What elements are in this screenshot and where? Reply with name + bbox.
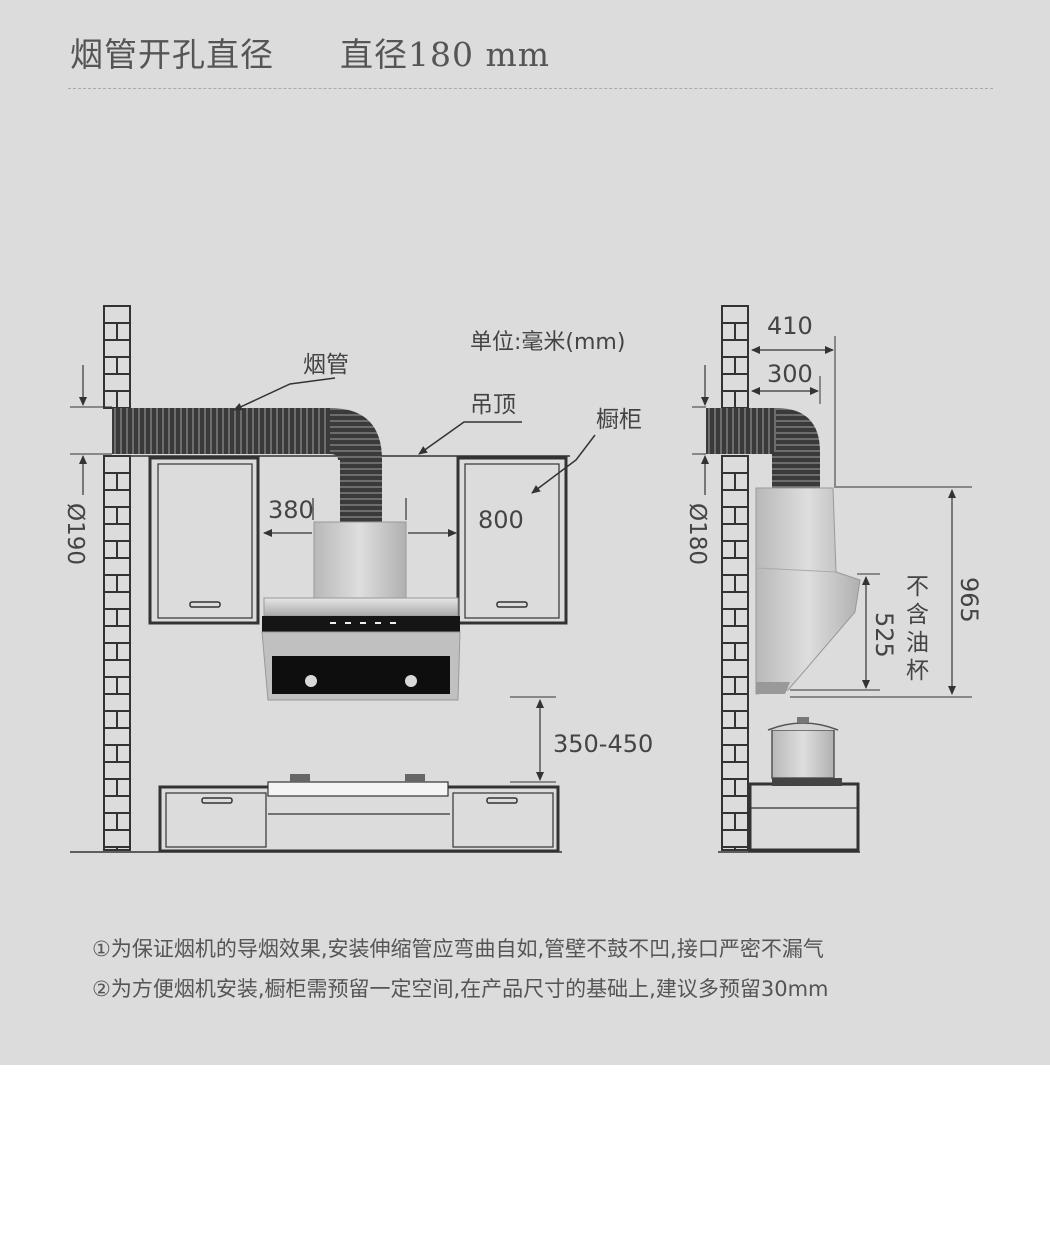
dim-380-label: 380 [268, 496, 314, 524]
unit-label: 单位:毫米(mm) [470, 330, 625, 355]
svg-text:油: 油 [906, 630, 929, 656]
base-counter [158, 774, 560, 853]
diagram-panel: 烟管开孔直径 直径180 mm [0, 0, 1050, 1065]
side-counter [748, 778, 860, 852]
h525-label: 525 [870, 612, 898, 658]
duct-vertical [340, 460, 382, 522]
wall-cabinet-left [148, 456, 260, 625]
d410-label: 410 [767, 312, 813, 340]
page-title: 烟管开孔直径 [70, 35, 274, 74]
side-duct-vertical [772, 452, 820, 488]
dia-front-label: Ø190 [62, 503, 88, 565]
brick-wall-front [103, 305, 131, 851]
installation-diagram: 380 800 单位:毫米(mm) 烟管 吊顶 橱柜 Ø190 [62, 305, 983, 853]
ceiling-leader [418, 421, 522, 455]
side-duct-elbow [776, 408, 820, 462]
duct-label: 烟管 [303, 352, 349, 378]
dia-side-label: Ø180 [684, 503, 710, 565]
cooking-pot [767, 717, 839, 779]
note-2: ②为方便烟机安装,橱柜需预留一定空间,在产品尺寸的基础上,建议多预留30mm [92, 977, 829, 1001]
h965-label: 965 [955, 577, 983, 623]
range-hood-front [261, 521, 461, 701]
svg-text:杯: 杯 [906, 658, 929, 684]
brick-wall-side [721, 305, 749, 851]
duct-diameter-spec: 直径180 mm [340, 35, 551, 74]
height-gap-label: 350-450 [553, 730, 653, 758]
duct-elbow [330, 408, 382, 460]
d300-label: 300 [767, 360, 813, 388]
cabinet-label: 橱柜 [596, 407, 642, 433]
side-duct-horizontal [706, 408, 776, 454]
duct-leader [233, 377, 336, 411]
svg-text:含: 含 [906, 602, 929, 628]
dim-800-label: 800 [478, 506, 524, 534]
cabinet-leader [531, 434, 596, 494]
duct-horizontal [112, 408, 332, 454]
note-1: ①为保证烟机的导烟效果,安装伸缩管应弯曲自如,管壁不鼓不凹,接口严密不漏气 [92, 937, 824, 961]
dashed-divider [68, 88, 993, 89]
ceiling-label: 吊顶 [470, 392, 516, 418]
svg-text:不: 不 [906, 574, 929, 600]
range-hood-side [755, 487, 861, 695]
wall-cabinet-right [456, 456, 568, 625]
